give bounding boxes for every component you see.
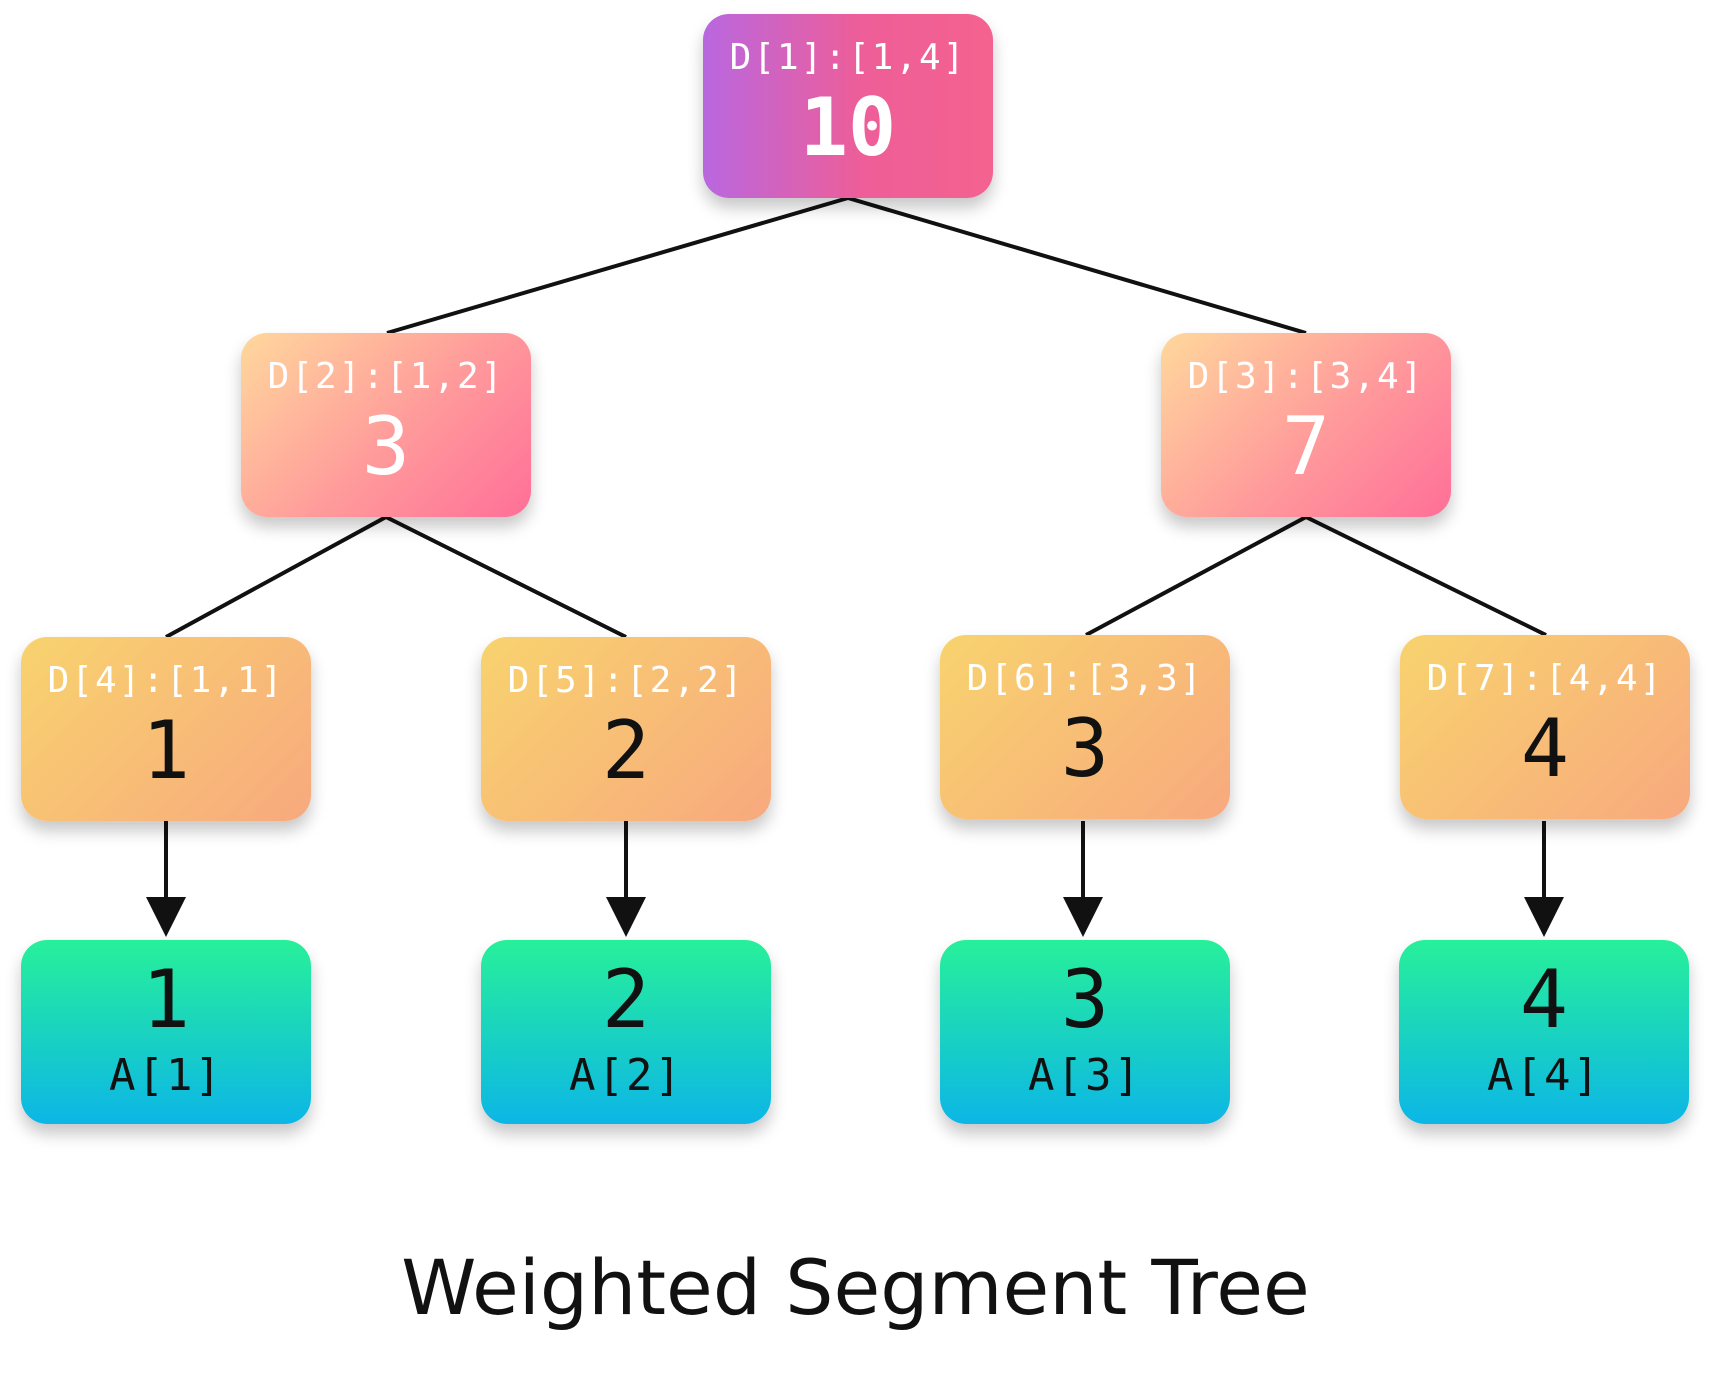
array-cell-a2-value: 2: [601, 953, 651, 1046]
node-d3-value: 7: [1281, 400, 1331, 493]
array-cell-a1-label: A[1]: [109, 1050, 223, 1101]
node-d1-range: D[1]:[1,4]: [729, 37, 967, 78]
array-cell-a4-label: A[4]: [1487, 1050, 1601, 1101]
node-d4-range: D[4]:[1,1]: [47, 660, 285, 701]
array-cell-a2-label: A[2]: [569, 1050, 683, 1101]
node-d5-value: 2: [601, 704, 651, 797]
array-cell-a3-value: 3: [1060, 953, 1110, 1046]
edge-d3-d6: [1085, 515, 1307, 637]
diagram-title: Weighted Segment Tree: [401, 1243, 1310, 1332]
array-cell-a2: 2 A[2]: [481, 940, 771, 1124]
node-d7-range: D[7]:[4,4]: [1426, 658, 1664, 699]
edge-d2-d4: [165, 515, 387, 639]
edge-d1-d3: [847, 196, 1307, 335]
array-cell-a3-label: A[3]: [1028, 1050, 1142, 1101]
edge-d2-d5: [385, 515, 627, 639]
array-cell-a3: 3 A[3]: [940, 940, 1230, 1124]
node-d2-range: D[2]:[1,2]: [267, 356, 505, 397]
node-d5-range: D[5]:[2,2]: [507, 660, 745, 701]
node-d3: D[3]:[3,4] 7: [1161, 333, 1451, 517]
edge-d3-d7: [1305, 515, 1547, 637]
node-d1-value: 10: [799, 81, 897, 174]
node-d1: D[1]:[1,4] 10: [703, 14, 993, 198]
node-d3-range: D[3]:[3,4]: [1187, 356, 1425, 397]
array-cell-a1-value: 1: [141, 953, 191, 1046]
node-d7-value: 4: [1520, 702, 1570, 795]
node-d6: D[6]:[3,3] 3: [940, 635, 1230, 819]
node-d2-value: 3: [361, 400, 411, 493]
node-d4-value: 1: [141, 704, 191, 797]
node-d5: D[5]:[2,2] 2: [481, 637, 771, 821]
node-d6-value: 3: [1060, 702, 1110, 795]
array-cell-a1: 1 A[1]: [21, 940, 311, 1124]
array-cell-a4-value: 4: [1519, 953, 1569, 1046]
node-d4: D[4]:[1,1] 1: [21, 637, 311, 821]
node-d6-range: D[6]:[3,3]: [966, 658, 1204, 699]
array-cell-a4: 4 A[4]: [1399, 940, 1689, 1124]
edge-d1-d2: [386, 196, 849, 335]
node-d2: D[2]:[1,2] 3: [241, 333, 531, 517]
node-d7: D[7]:[4,4] 4: [1400, 635, 1690, 819]
